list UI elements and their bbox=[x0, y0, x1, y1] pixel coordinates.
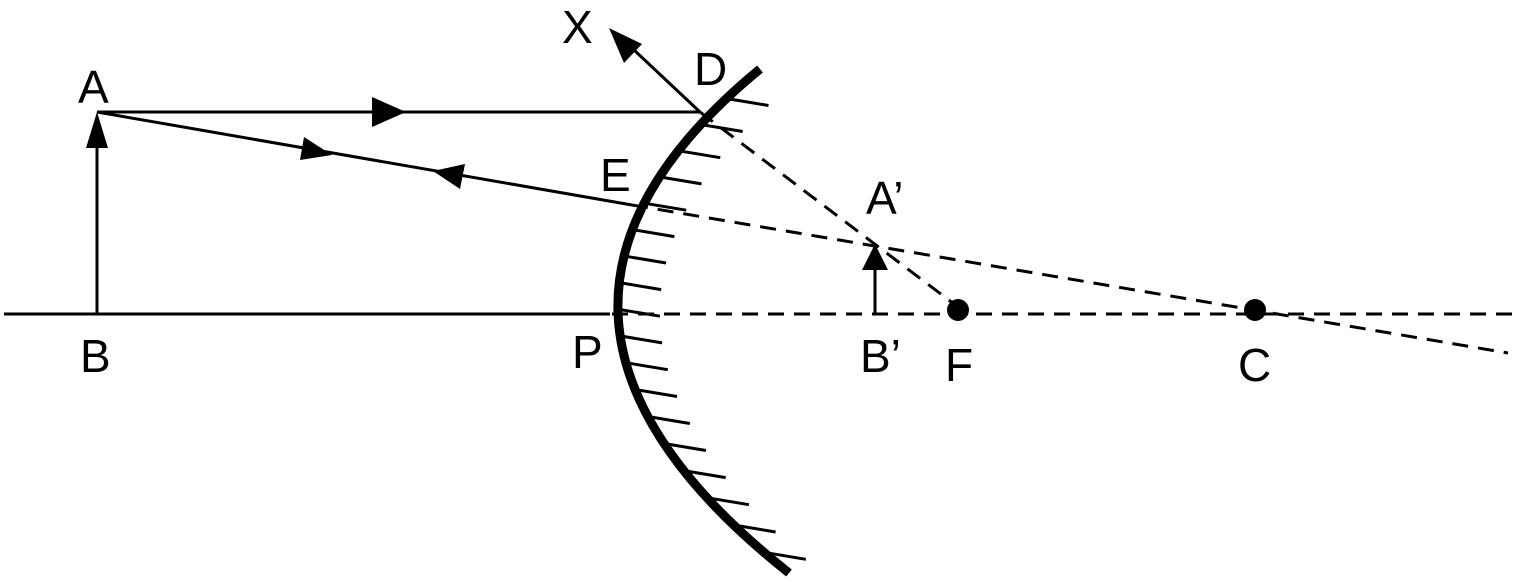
image-arrowhead bbox=[862, 244, 888, 270]
hatch-mark bbox=[625, 361, 669, 372]
ray-arrowhead-parallel bbox=[372, 97, 406, 127]
incident-ray-to-centre bbox=[96, 110, 633, 207]
label-f: F bbox=[945, 339, 973, 391]
object-arrowhead bbox=[86, 112, 108, 148]
label-a-prime: A’ bbox=[866, 172, 904, 224]
hatch-mark bbox=[623, 254, 667, 265]
hatch-mark bbox=[683, 469, 726, 480]
label-b: B bbox=[80, 330, 111, 382]
reflected-ray-dx bbox=[632, 48, 702, 114]
hatch-mark bbox=[643, 201, 687, 212]
label-a: A bbox=[78, 61, 109, 113]
hatch-mark bbox=[663, 442, 707, 452]
hatch-mark bbox=[634, 388, 678, 398]
ray-arrowhead-x bbox=[609, 28, 642, 63]
hatch-mark bbox=[647, 415, 691, 425]
hatch-mark bbox=[632, 228, 675, 239]
hatch-mark bbox=[700, 123, 743, 133]
hatch-mark bbox=[726, 97, 769, 107]
mirror-hatching bbox=[617, 97, 807, 561]
centre-of-curvature-point bbox=[1244, 299, 1266, 321]
label-d: D bbox=[694, 43, 727, 95]
label-c: C bbox=[1238, 339, 1271, 391]
label-e: E bbox=[600, 149, 631, 201]
focus-point bbox=[947, 299, 969, 321]
label-p: P bbox=[572, 326, 603, 378]
virtual-ray-to-centre bbox=[631, 203, 1509, 355]
label-x: X bbox=[562, 1, 593, 53]
hatch-mark bbox=[617, 307, 661, 318]
hatch-mark bbox=[659, 175, 702, 186]
label-b-prime: B’ bbox=[860, 330, 901, 382]
virtual-ray-to-focus bbox=[699, 110, 959, 309]
hatch-mark bbox=[619, 334, 663, 345]
ray-arrowhead-incident bbox=[300, 137, 332, 160]
convex-mirror bbox=[613, 65, 792, 577]
hatch-mark bbox=[678, 149, 721, 160]
ray-arrowhead-reflected bbox=[433, 164, 465, 189]
hatch-mark bbox=[618, 281, 662, 292]
